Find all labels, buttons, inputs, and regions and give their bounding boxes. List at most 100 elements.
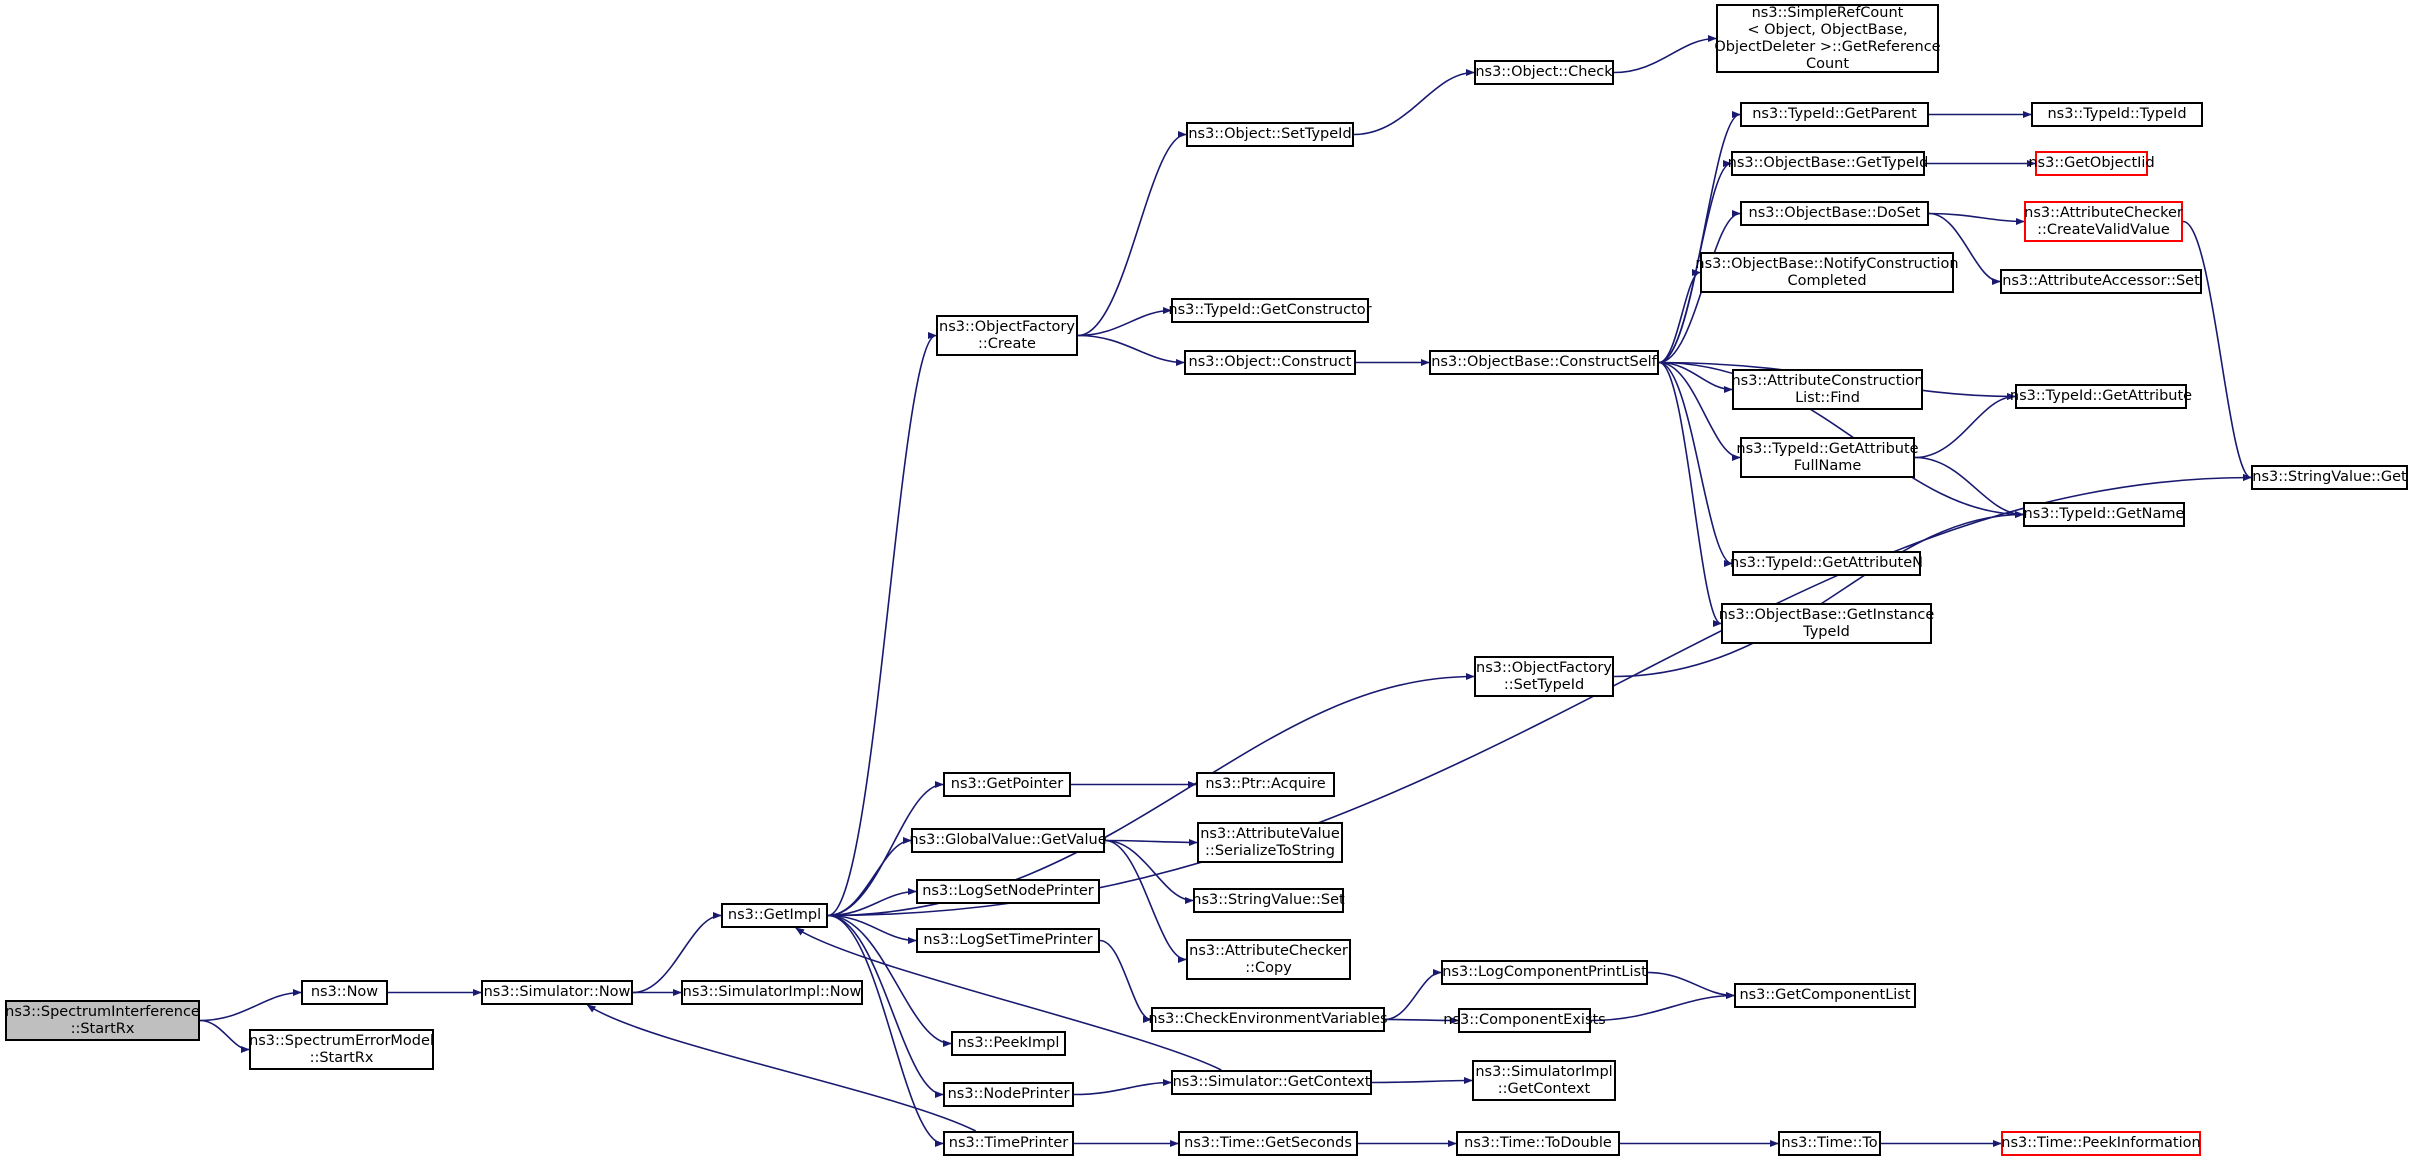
node-constructself[interactable]: ns3::ObjectBase::ConstructSelf xyxy=(1429,350,1659,375)
node-label-line: ns3::ObjectBase::GetTypeId xyxy=(1727,155,1929,171)
node-label-line: ns3::Object::SetTypeId xyxy=(1188,126,1352,142)
node-label-line: ns3::AttributeValue xyxy=(1200,825,1340,842)
node-label-line: ns3::ObjectFactory xyxy=(1476,659,1612,676)
node-getctor[interactable]: ns3::TypeId::GetConstructor xyxy=(1168,298,1372,323)
edge-checkenv-to-logcomplist xyxy=(1384,968,1442,1021)
node-logsetnode[interactable]: ns3::LogSetNodePrinter xyxy=(916,879,1100,904)
edge-root-to-now xyxy=(199,988,302,1022)
edge-ofcreate-to-construct xyxy=(1077,334,1185,367)
edge-getimpl-to-peekimpl xyxy=(827,914,952,1048)
node-label-line: ::Copy xyxy=(1245,959,1292,976)
node-accset[interactable]: ns3::AttributeAccessor::Set xyxy=(2000,269,2202,294)
node-label-line: ns3::TypeId::TypeId xyxy=(2047,106,2187,122)
node-stringget[interactable]: ns3::StringValue::Get xyxy=(2251,465,2408,490)
node-typeid[interactable]: ns3::TypeId::TypeId xyxy=(2031,102,2203,127)
edge-ofsettypeid-to-getname xyxy=(1613,510,2024,678)
node-label-line: ns3::LogComponentPrintList xyxy=(1442,964,1647,980)
node-label-line: ns3::LogSetNodePrinter xyxy=(922,883,1094,899)
node-doset[interactable]: ns3::ObjectBase::DoSet xyxy=(1740,201,1929,226)
node-label-line: ::GetContext xyxy=(1497,1080,1591,1097)
node-stringset[interactable]: ns3::StringValue::Set xyxy=(1192,888,1345,913)
node-getattribute[interactable]: ns3::TypeId::GetAttribute xyxy=(2010,384,2192,409)
node-getimpl[interactable]: ns3::GetImpl xyxy=(721,903,828,928)
node-simimplnow[interactable]: ns3::SimulatorImpl::Now xyxy=(681,980,863,1005)
node-label-line: ns3::AttributeConstruction xyxy=(1731,372,1924,389)
node-settypeid[interactable]: ns3::Object::SetTypeId xyxy=(1186,122,1354,147)
node-nodeprinter[interactable]: ns3::NodePrinter xyxy=(943,1082,1074,1107)
node-getname[interactable]: ns3::TypeId::GetName xyxy=(2023,502,2185,527)
node-now[interactable]: ns3::Now xyxy=(301,980,388,1005)
node-construct[interactable]: ns3::Object::Construct xyxy=(1184,350,1356,375)
edge-constructself-to-gettypeid xyxy=(1658,159,1732,364)
node-objcheck[interactable]: ns3::Object::Check xyxy=(1474,60,1614,85)
node-label-line: FullName xyxy=(1793,457,1862,474)
edge-root-to-errstart xyxy=(199,1019,250,1054)
node-label-line: Completed xyxy=(1787,272,1867,289)
edge-getattrfull-to-getattribute xyxy=(1914,392,2016,459)
node-getcomplist[interactable]: ns3::GetComponentList xyxy=(1734,983,1916,1008)
node-timeprinter[interactable]: ns3::TimePrinter xyxy=(943,1131,1074,1156)
edge-getimpl-to-logsettime xyxy=(827,914,917,945)
node-simgetctx[interactable]: ns3::Simulator::GetContext xyxy=(1171,1070,1372,1095)
node-label-line: Count xyxy=(1805,55,1850,72)
node-label-line: ::StartRx xyxy=(309,1049,374,1066)
node-label-line: < Object, ObjectBase, xyxy=(1747,21,1908,38)
node-logcomplist[interactable]: ns3::LogComponentPrintList xyxy=(1441,960,1648,985)
node-ofcreate[interactable]: ns3::ObjectFactory::Create xyxy=(936,315,1078,356)
node-label-line: ns3::Object::Construct xyxy=(1188,354,1352,370)
node-label-line: ns3::ComponentExists xyxy=(1443,1012,1606,1028)
node-getparent[interactable]: ns3::TypeId::GetParent xyxy=(1740,102,1929,127)
node-gettypeid[interactable]: ns3::ObjectBase::GetTypeId xyxy=(1728,151,1928,176)
node-label-line: ns3::ObjectFactory xyxy=(939,318,1075,335)
node-accopy[interactable]: ns3::AttributeChecker::Copy xyxy=(1186,939,1351,980)
node-ptracquire[interactable]: ns3::Ptr::Acquire xyxy=(1196,772,1335,797)
edge-gvgetvalue-to-serialize xyxy=(1104,838,1198,847)
edge-logsettime-to-checkenv xyxy=(1099,939,1152,1024)
node-errstart[interactable]: ns3::SpectrumErrorModel::StartRx xyxy=(249,1029,434,1070)
node-label-line: ns3::TypeId::GetAttribute xyxy=(2009,388,2193,404)
node-peekinfo[interactable]: ns3::Time::PeekInformation xyxy=(2001,1131,2201,1156)
node-label-line: ns3::AttributeChecker xyxy=(1189,942,1348,959)
edge-getimpl-to-ofcreate xyxy=(827,332,937,917)
node-getpointer[interactable]: ns3::GetPointer xyxy=(943,772,1071,797)
node-simimplctx[interactable]: ns3::SimulatorImpl::GetContext xyxy=(1472,1060,1616,1101)
node-label-line: ns3::ObjectBase::ConstructSelf xyxy=(1431,354,1657,370)
node-timetodouble[interactable]: ns3::Time::ToDouble xyxy=(1456,1131,1620,1156)
node-refcount[interactable]: ns3::SimpleRefCount< Object, ObjectBase,… xyxy=(1714,4,1941,73)
edge-constructself-to-notify xyxy=(1658,268,1701,364)
node-createvalid[interactable]: ns3::AttributeChecker::CreateValidValue xyxy=(2024,201,2183,242)
edge-simnow-to-getimpl xyxy=(632,911,722,994)
edge-gvgetvalue-to-stringset xyxy=(1104,839,1194,905)
node-label-line: ns3::SimulatorImpl xyxy=(1475,1063,1613,1080)
node-label-line: ns3::Object::Check xyxy=(1475,64,1613,80)
node-label-line: ns3::SpectrumErrorModel xyxy=(249,1032,434,1049)
node-simnow[interactable]: ns3::Simulator::Now xyxy=(481,980,633,1005)
node-label-line: ns3::GetObjectIid xyxy=(2028,155,2155,171)
node-label-line: ns3::TypeId::GetAttribute xyxy=(1736,440,1919,457)
node-getattrn[interactable]: ns3::TypeId::GetAttributeN xyxy=(1730,551,1923,576)
node-serialize[interactable]: ns3::AttributeValue::SerializeToString xyxy=(1197,822,1343,863)
node-timegetsec[interactable]: ns3::Time::GetSeconds xyxy=(1178,1131,1358,1156)
node-root[interactable]: ns3::SpectrumInterference::StartRx xyxy=(5,1000,200,1041)
node-label-line: ns3::Simulator::Now xyxy=(483,984,631,1000)
node-timeto[interactable]: ns3::Time::To xyxy=(1778,1131,1881,1156)
node-compexists[interactable]: ns3::ComponentExists xyxy=(1443,1008,1606,1033)
node-label-line: ns3::TypeId::GetName xyxy=(2023,506,2185,522)
node-label-line: ns3::StringValue::Set xyxy=(1192,892,1345,908)
edge-checkenv-to-compexists xyxy=(1384,1016,1459,1025)
node-label-line: ::Create xyxy=(978,335,1036,352)
node-ofsettypeid[interactable]: ns3::ObjectFactory::SetTypeId xyxy=(1474,656,1614,697)
node-logsettime[interactable]: ns3::LogSetTimePrinter xyxy=(916,928,1100,953)
edge-objcheck-to-refcount xyxy=(1613,34,1717,74)
node-getobjectiid[interactable]: ns3::GetObjectIid xyxy=(2028,151,2155,176)
node-peekimpl[interactable]: ns3::PeekImpl xyxy=(951,1031,1066,1056)
node-checkenv[interactable]: ns3::CheckEnvironmentVariables xyxy=(1148,1007,1388,1032)
edge-constructself-to-getattrn xyxy=(1658,361,1733,568)
edge-logcomplist-to-getcomplist xyxy=(1647,971,1735,1000)
node-gvgetvalue[interactable]: ns3::GlobalValue::GetValue xyxy=(909,828,1107,853)
edge-constructself-to-getinstance xyxy=(1658,361,1722,628)
